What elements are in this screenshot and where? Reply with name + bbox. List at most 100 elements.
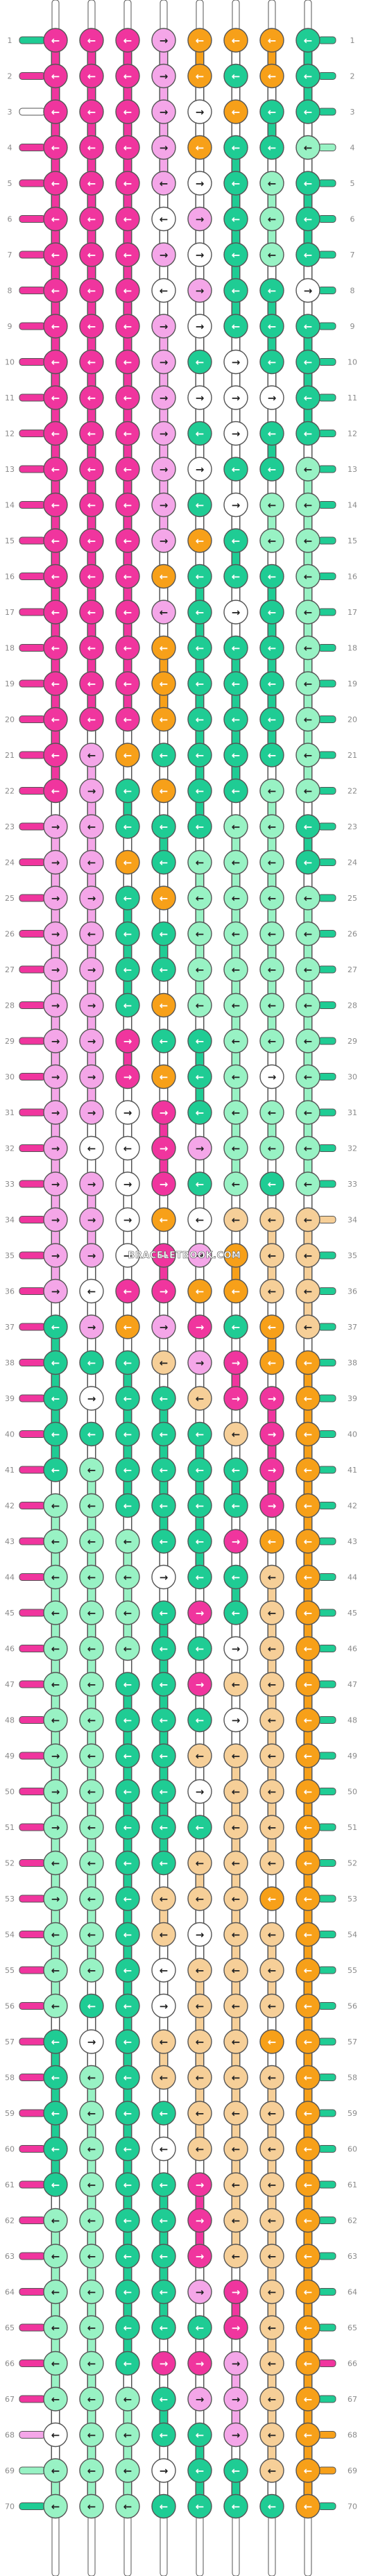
left-string	[19, 2288, 46, 2296]
knot-circle	[223, 2065, 248, 2090]
row-number-left: 23	[5, 822, 15, 831]
knot: →	[79, 1243, 104, 1268]
knot-circle	[259, 2029, 284, 2054]
right-string	[318, 2252, 336, 2260]
arrow-left-icon: ←	[232, 142, 241, 154]
knot: →	[43, 1064, 68, 1090]
knot: ←	[43, 171, 68, 196]
knot: ←	[187, 2136, 212, 2162]
arrow-right-icon: →	[160, 321, 169, 333]
knot-circle	[115, 385, 140, 410]
arrow-left-icon: ←	[160, 2036, 169, 2049]
left-string	[19, 894, 46, 902]
knot-circle	[259, 778, 284, 804]
knot-circle	[151, 528, 176, 553]
knot-circle	[259, 2458, 284, 2483]
knot: ←	[295, 849, 320, 875]
knot-circle	[187, 2172, 212, 2197]
knot-circle	[223, 242, 248, 267]
knot: →	[151, 2350, 176, 2376]
knot: ←	[295, 2136, 320, 2162]
knot: ←	[295, 1922, 320, 1947]
arrow-right-icon: →	[232, 2429, 241, 2441]
arrow-left-icon: ←	[196, 1822, 205, 1834]
knot-circle	[79, 2172, 104, 2197]
arrow-left-icon: ←	[304, 535, 313, 548]
knot: ←	[115, 1493, 140, 1518]
arrow-left-icon: ←	[232, 1965, 241, 1977]
arrow-right-icon: →	[232, 607, 241, 619]
knot-circle	[151, 1064, 176, 1090]
knot: ←	[295, 1028, 320, 1053]
knot: ←	[79, 1529, 104, 1554]
knot-circle	[259, 1207, 284, 1232]
knot: ←	[115, 921, 140, 947]
arrow-left-icon: ←	[268, 713, 277, 726]
knot-circle	[151, 600, 176, 625]
arrow-left-icon: ←	[51, 2000, 60, 2012]
knot-circle	[223, 564, 248, 589]
knot: ←	[79, 2493, 104, 2519]
knot-circle	[43, 1493, 68, 1518]
knot-circle	[295, 635, 320, 661]
knot: ←	[43, 1457, 68, 1482]
knot: ←	[79, 28, 104, 53]
arrow-left-icon: ←	[160, 1643, 169, 1655]
knot-circle	[259, 1600, 284, 1625]
right-string	[318, 715, 336, 723]
arrow-left-icon: ←	[123, 1714, 132, 1727]
right-string	[318, 2502, 336, 2510]
arrow-left-icon: ←	[160, 2429, 169, 2441]
arrow-left-icon: ←	[160, 570, 169, 583]
arrow-left-icon: ←	[304, 892, 313, 905]
knot: ←	[187, 1850, 212, 1876]
knot: →	[43, 1135, 68, 1161]
knot: ←	[115, 2315, 140, 2340]
knot: ←	[259, 2244, 284, 2269]
knot-circle	[43, 1636, 68, 1661]
knot-circle	[115, 349, 140, 375]
arrow-left-icon: ←	[160, 1428, 169, 1441]
top-thread-stub	[232, 0, 240, 32]
knot-circle	[223, 1207, 248, 1232]
arrow-right-icon: →	[51, 1822, 60, 1834]
left-string	[19, 1859, 46, 1867]
arrow-right-icon: →	[160, 1178, 169, 1191]
knot: ←	[295, 1314, 320, 1339]
knot: →	[223, 2350, 248, 2376]
knot: ←	[259, 992, 284, 1018]
arrow-left-icon: ←	[160, 1857, 169, 1870]
knot-circle	[259, 2136, 284, 2162]
arrow-left-icon: ←	[268, 1714, 277, 1727]
knot: ←	[223, 528, 248, 553]
arrow-left-icon: ←	[160, 1035, 169, 1048]
knot: →	[187, 171, 212, 196]
left-string	[19, 1502, 46, 1509]
arrow-left-icon: ←	[123, 427, 132, 440]
knot-circle	[79, 2350, 104, 2376]
knot-circle	[79, 171, 104, 196]
knot-circle	[43, 1850, 68, 1876]
arrow-right-icon: →	[51, 1214, 60, 1226]
arrow-left-icon: ←	[304, 1714, 313, 1727]
arrow-right-icon: →	[268, 1071, 277, 1083]
knot: ←	[259, 2493, 284, 2519]
arrow-left-icon: ←	[304, 1214, 313, 1226]
arrow-left-icon: ←	[304, 2429, 313, 2441]
arrow-right-icon: →	[268, 392, 277, 405]
knot-circle	[79, 2208, 104, 2233]
knot: ←	[79, 2208, 104, 2233]
bottom-thread-stub	[196, 2515, 204, 2576]
right-string	[318, 1931, 336, 1938]
knot: ←	[259, 2387, 284, 2412]
arrow-left-icon: ←	[232, 535, 241, 548]
knot: ←	[79, 1779, 104, 1804]
knot: ←	[223, 2493, 248, 2519]
knot-circle	[151, 1922, 176, 1947]
knot-circle	[259, 992, 284, 1018]
knot-circle	[295, 1922, 320, 1947]
arrow-left-icon: ←	[87, 1822, 96, 1834]
knot: ←	[115, 1993, 140, 2019]
knot-circle	[259, 421, 284, 446]
